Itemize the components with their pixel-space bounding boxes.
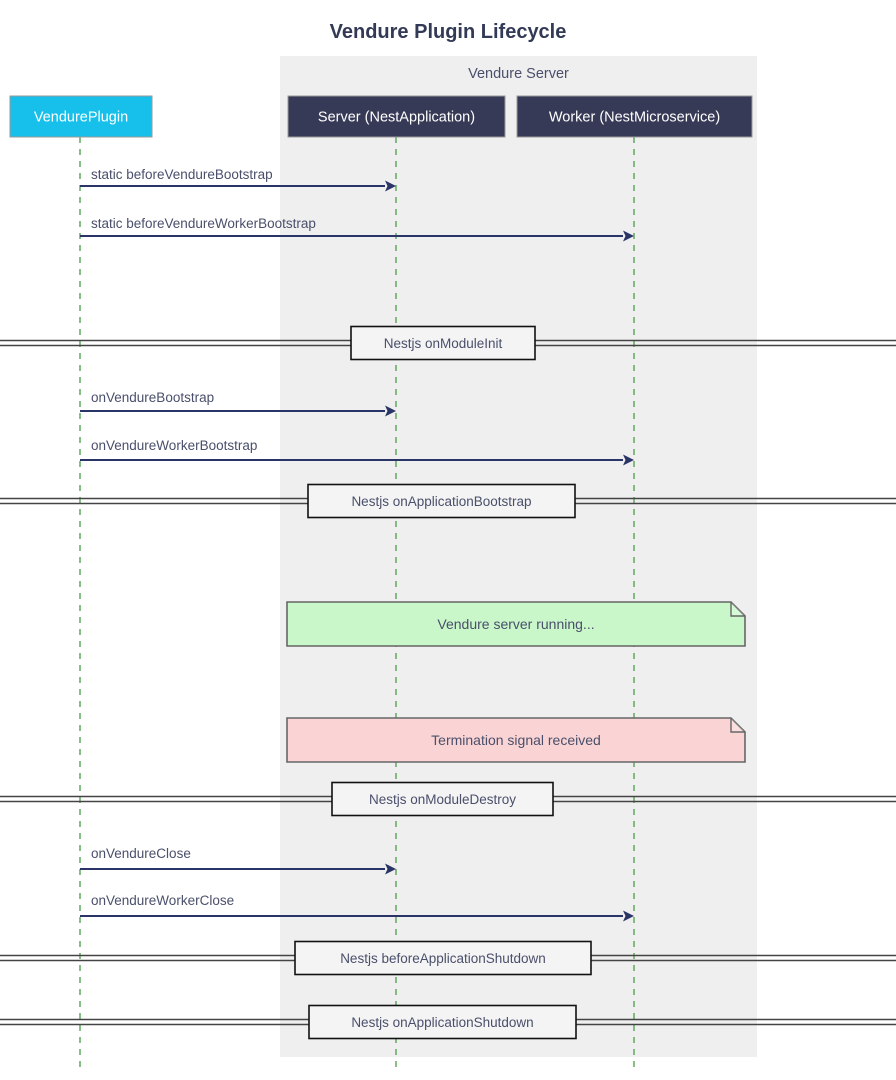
message-arrowhead-m2	[623, 230, 634, 242]
actor-plugin[interactable]: VendurePlugin	[9, 95, 153, 138]
message-arrowhead-m6	[623, 910, 634, 922]
message-label-m6: onVendureWorkerClose	[91, 893, 234, 908]
message-m4: onVendureWorkerBootstrap	[80, 438, 634, 466]
divider-d5: Nestjs onApplicationShutdown	[0, 1004, 896, 1040]
message-label-m1: static beforeVendureBootstrap	[91, 167, 273, 182]
message-m3: onVendureBootstrap	[80, 390, 396, 417]
divider-box-d4	[294, 940, 592, 976]
divider-box-d2	[307, 483, 576, 519]
message-arrowhead-m5	[385, 863, 396, 875]
page-title: Vendure Plugin Lifecycle	[330, 21, 567, 43]
divider-box-d5	[308, 1004, 577, 1040]
note-n2: Termination signal received	[286, 717, 746, 763]
divider-d1: Nestjs onModuleInit	[0, 325, 896, 361]
note-label-n1: Vendure server running...	[437, 616, 594, 632]
note-label-n2: Termination signal received	[431, 732, 601, 748]
note-fold-corner-n1	[730, 602, 745, 617]
messages: static beforeVendureBootstrap static befo…	[80, 167, 634, 922]
divider-label-d4: Nestjs beforeApplicationShutdown	[340, 951, 546, 966]
actor-box-server[interactable]	[287, 95, 506, 138]
message-label-m2: static beforeVendureWorkerBootstrap	[91, 216, 316, 231]
message-label-m3: onVendureBootstrap	[91, 390, 214, 405]
actor-worker[interactable]: Worker (NestMicroservice)	[516, 95, 753, 138]
actor-label-server: Server (NestApplication)	[318, 110, 475, 126]
divider-d2: Nestjs onApplicationBootstrap	[0, 483, 896, 519]
divider-d3: Nestjs onModuleDestroy	[0, 781, 896, 817]
note-body-n1	[286, 601, 746, 647]
note-n1: Vendure server running...	[286, 601, 746, 647]
message-m5: onVendureClose	[80, 846, 396, 875]
note-body-n2	[286, 717, 746, 763]
divider-box-d1	[350, 325, 536, 361]
message-label-m4: onVendureWorkerBootstrap	[91, 438, 257, 453]
message-m2: static beforeVendureWorkerBootstrap	[80, 216, 634, 242]
message-arrowhead-m4	[623, 454, 634, 466]
actor-boxes: VendurePlugin Server (NestApplication) Wor…	[9, 95, 753, 138]
divider-label-d5: Nestjs onApplicationShutdown	[351, 1015, 533, 1030]
divider-d4: Nestjs beforeApplicationShutdown	[0, 940, 896, 976]
divider-label-d1: Nestjs onModuleInit	[384, 336, 503, 351]
actor-label-plugin: VendurePlugin	[34, 110, 128, 126]
group-label-text: Vendure Server	[468, 66, 569, 82]
divider-label-d3: Nestjs onModuleDestroy	[369, 792, 516, 807]
actor-label-worker: Worker (NestMicroservice)	[549, 110, 720, 126]
message-arrowhead-m1	[385, 180, 396, 192]
actor-box-worker[interactable]	[516, 95, 753, 138]
message-m6: onVendureWorkerClose	[80, 893, 634, 922]
actor-server[interactable]: Server (NestApplication)	[287, 95, 506, 138]
message-m1: static beforeVendureBootstrap	[80, 167, 396, 192]
divider-box-d3	[331, 781, 554, 817]
group-vendure-server: Vendure Server	[280, 56, 757, 1057]
message-label-m5: onVendureClose	[91, 846, 191, 861]
notes: Vendure server running... Termination sig…	[286, 601, 746, 763]
group-band-rect	[280, 56, 757, 1057]
message-arrowhead-m3	[385, 405, 396, 417]
note-fold-corner-n2	[730, 718, 745, 733]
divider-label-d2: Nestjs onApplicationBootstrap	[351, 494, 531, 509]
actor-box-plugin[interactable]	[9, 95, 153, 138]
